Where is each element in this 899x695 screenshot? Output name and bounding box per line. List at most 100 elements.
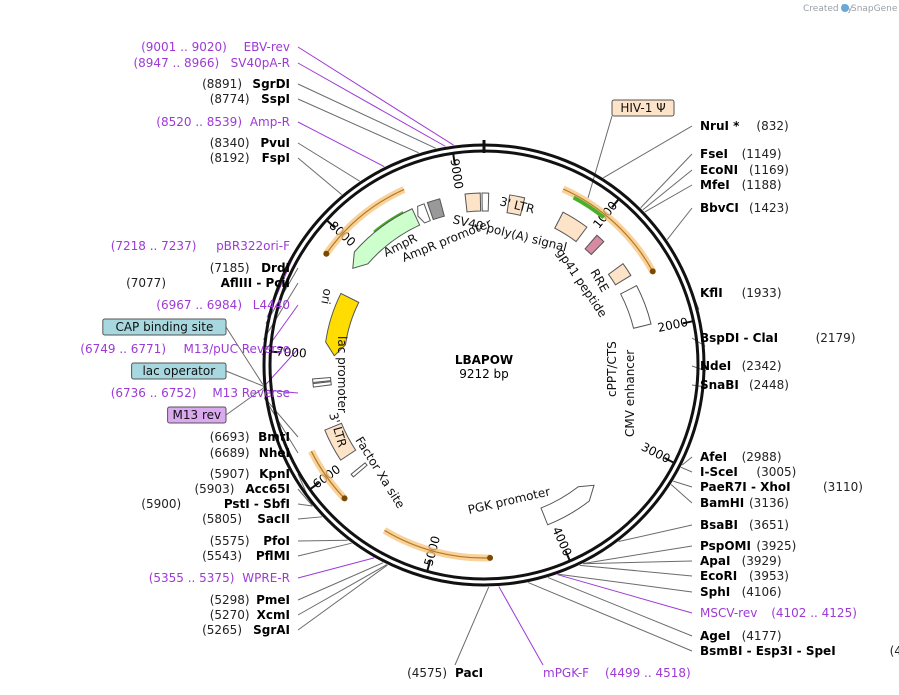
- credit: Created by SnapGene: [803, 4, 898, 14]
- site-paci: PacI(4575): [407, 666, 483, 680]
- tick-5000: [426, 560, 432, 571]
- site-name: XcmI: [257, 608, 290, 622]
- site-position: (5543): [202, 549, 242, 563]
- site-name: PvuI: [260, 136, 290, 150]
- tick-label-4000: 4000: [549, 525, 574, 559]
- site-bsmbi-esp3i-spei: BsmBI - Esp3I - SpeI(4312): [700, 644, 899, 658]
- site-name: SnaBI: [700, 378, 739, 392]
- site-ecori: EcoRI (3953): [700, 569, 789, 583]
- primer-mpgk-f: mPGK-F (4499 .. 4518): [543, 666, 691, 680]
- leader-line: [603, 125, 693, 179]
- feature-label-cmv: CMV enhancer: [623, 350, 637, 437]
- feature-tag-hiv: HIV-1 Ψ: [611, 99, 675, 117]
- leader-line: [644, 184, 693, 213]
- site-position: (1169): [749, 163, 789, 177]
- site-kpni: KpnI(5907): [210, 467, 290, 481]
- site-name: EBV-rev: [244, 40, 290, 54]
- site-name: M13 Reverse: [212, 386, 290, 400]
- credit-brand: SnapGene: [851, 4, 898, 14]
- site-nhei: NheI(6689): [210, 446, 290, 460]
- leader-line: [640, 153, 693, 209]
- site-pmei: PmeI(5298): [210, 593, 290, 607]
- site-position: (4312): [890, 644, 899, 658]
- site-name: FseI: [700, 147, 728, 161]
- tag-box: [167, 406, 227, 424]
- site-name: PflMI: [256, 549, 290, 563]
- site-name: L4440: [253, 298, 290, 312]
- site-labels: NruI *(832)FseI(1149)EcoNI(1169)MfeI(118…: [80, 40, 899, 680]
- leader-line: [297, 142, 360, 182]
- site-pflmi: PflMI (5543): [202, 549, 290, 563]
- feature-tag-cap-binding-site: CAP binding site: [102, 318, 227, 336]
- site-position: (4499 .. 4518): [605, 666, 691, 680]
- feature-ori: [325, 292, 360, 357]
- site-position: (2179): [816, 331, 856, 345]
- site-bsabi: BsaBI(3651): [700, 518, 789, 532]
- site-position: (3005): [756, 465, 796, 479]
- leader-line: [297, 503, 313, 507]
- orf-green-arc: [572, 195, 606, 220]
- site-name: mPGK-F: [543, 666, 589, 680]
- leader-line: [642, 169, 693, 211]
- site-position: (6749 .. 6771): [80, 342, 166, 356]
- orf-line: [310, 450, 345, 499]
- site-position: (7185): [210, 261, 250, 275]
- site-name: SV40pA-R: [231, 56, 290, 70]
- site-position: (3929): [742, 554, 782, 568]
- site-name: EcoNI: [700, 163, 738, 177]
- site-name: FspI: [262, 151, 290, 165]
- feature-3-ltr: [464, 192, 482, 213]
- orf-end-marker: [649, 268, 656, 275]
- leader-line: [673, 480, 693, 488]
- site-name: pBR322ori-F: [216, 239, 290, 253]
- site-name: EcoRI: [700, 569, 737, 583]
- site-name: NheI: [259, 446, 290, 460]
- feature-label-xa: Factor Xa site: [352, 434, 407, 511]
- site-position: (8947 .. 8966): [133, 56, 219, 70]
- site-position: (5270): [210, 608, 250, 622]
- site-afei: AfeI(2988): [700, 450, 782, 464]
- site-name: BamHI: [700, 496, 744, 510]
- primer-m13-reverse: M13 Reverse(6736 .. 6752): [111, 386, 290, 400]
- feature-label-pgk: PGK promoter: [467, 484, 552, 517]
- feature-tag-lac-operator: lac operator: [131, 362, 227, 380]
- site-name: DrdI: [261, 261, 290, 275]
- site-pfoi: PfoI(5575): [210, 534, 290, 548]
- site-position: (1188): [742, 178, 782, 192]
- primer-ebv-rev: EBV-rev(9001 .. 9020): [141, 40, 290, 54]
- site-position: (7077): [126, 276, 166, 290]
- leader-line: [297, 557, 375, 579]
- center-title: LBAPOW 9212 bp: [455, 353, 513, 381]
- site-position: (5907): [210, 467, 250, 481]
- site-position: (7218 .. 7237): [111, 239, 197, 253]
- site-name: BbvCI: [700, 201, 739, 215]
- site-name: SphI: [700, 585, 730, 599]
- feature-factor-xa-site: [350, 462, 368, 478]
- site-position: (3953): [749, 569, 789, 583]
- credit-prefix: Created by: [803, 4, 853, 14]
- site-sspi: SspI(8774): [210, 92, 290, 106]
- site-position: (5903): [194, 482, 234, 496]
- feature-label-ori: ori: [318, 287, 334, 305]
- site-sgrdi: SgrDI(8891): [202, 77, 290, 91]
- feature-sv40-poly-a-signal: [481, 192, 490, 212]
- site-position: (5355 .. 5375): [149, 571, 235, 585]
- site-position: (6967 .. 6984): [156, 298, 242, 312]
- site-position: (1423): [749, 201, 789, 215]
- tick-2000: [682, 320, 693, 325]
- tick-7000: [271, 350, 282, 354]
- tag-box: [102, 318, 227, 336]
- site-bamhi: BamHI(3136): [700, 496, 789, 510]
- site-name: WPRE-R: [242, 571, 290, 585]
- features: [312, 192, 652, 526]
- tick-label-3000: 3000: [639, 440, 673, 466]
- site-name: PmeI: [256, 593, 290, 607]
- plasmid-name: LBAPOW: [455, 353, 513, 367]
- site-name: AfeI: [700, 450, 727, 464]
- tag-text: CAP binding site: [115, 320, 213, 334]
- tick-6000: [310, 482, 320, 490]
- site-position: (3925): [756, 539, 796, 553]
- tick-8000: [326, 219, 336, 229]
- feature-lac-promoter: [312, 381, 332, 388]
